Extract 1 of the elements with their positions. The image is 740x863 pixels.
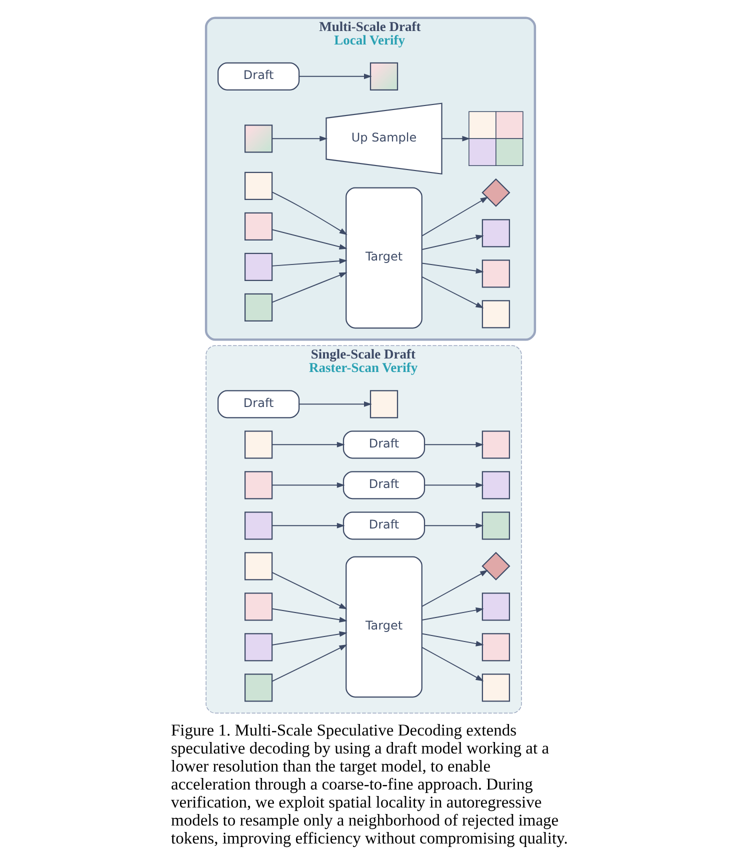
- caption: Figure 1. Multi-Scale Speculative Decoding extends speculative decoding by using a draft model working at a lower resolution than the target model, to enable acceleration through a coarse-to-fine approach. During verification, we exploit spatial locality in autoregressive models to resample only a neighborhood of rejected image tokens, improving efficiency without compromising quality.: [170, 720, 568, 848]
